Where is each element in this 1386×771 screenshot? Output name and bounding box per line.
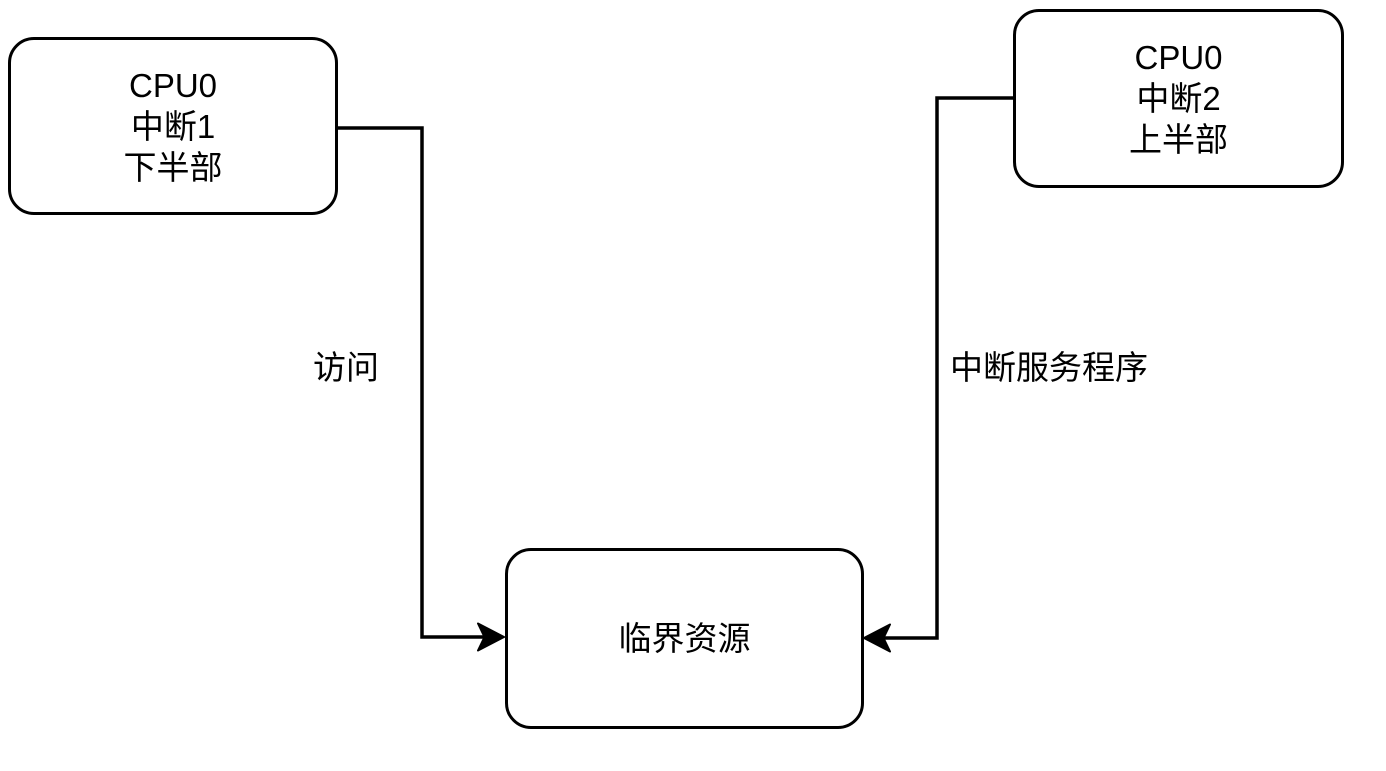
node-text-line: 上半部 [1129, 121, 1228, 158]
node-text-line: 中断1 [130, 107, 216, 145]
node-text-line: 中断2 [1136, 80, 1221, 117]
node-critical-resource: 临界资源 [505, 548, 864, 729]
edge-access-connector [337, 126, 505, 652]
node-text-line: CPU0 [128, 66, 218, 104]
node-cpu0-interrupt2-top-half: CPU0 中断2 上半部 [1013, 9, 1344, 188]
edge-isr-arrowhead-icon [863, 623, 891, 653]
edge-access-arrowhead-icon [477, 622, 505, 652]
node-cpu0-interrupt1-bottom-half: CPU0 中断1 下半部 [8, 37, 338, 215]
edge-label-interrupt-service-routine: 中断服务程序 [950, 348, 1148, 388]
node-text-line: 临界资源 [618, 620, 751, 657]
node-text-line: CPU0 [1134, 39, 1223, 76]
edge-label-access: 访问 [313, 348, 379, 388]
node-text-line: 下半部 [123, 148, 223, 186]
